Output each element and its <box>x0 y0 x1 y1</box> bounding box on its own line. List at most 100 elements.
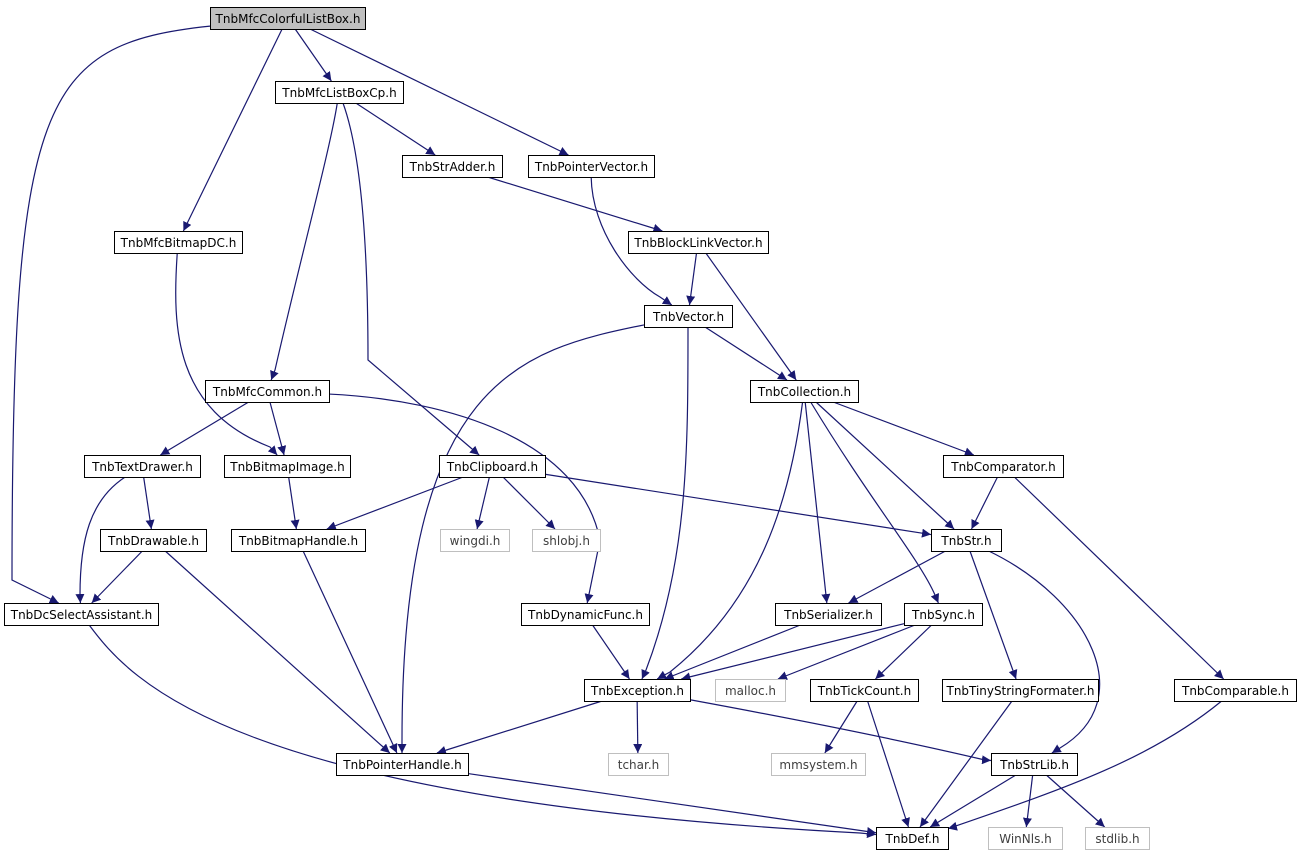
node-box <box>942 679 1099 702</box>
edge-colorful-to-bitmapdc <box>182 28 283 232</box>
node-label: TnbSync.h <box>911 608 975 622</box>
edge-vector-to-collection <box>704 326 788 381</box>
node-mfccommon[interactable]: TnbMfcCommon.h <box>205 380 330 403</box>
edge-clipboard-to-shlobj <box>502 476 556 530</box>
node-exception[interactable]: TnbException.h <box>584 679 691 702</box>
node-label: WinNls.h <box>999 832 1052 846</box>
node-box <box>943 455 1064 478</box>
node-bitmapimage[interactable]: TnbBitmapImage.h <box>224 455 351 478</box>
node-box <box>628 231 769 254</box>
edge-listboxcp-to-clipboard <box>342 102 480 456</box>
edge-str-to-strlib <box>988 550 1101 754</box>
node-colorful[interactable]: TnbMfcColorfulListBox.h <box>210 7 366 30</box>
node-tchar[interactable]: tchar.h <box>608 753 669 776</box>
node-stradder[interactable]: TnbStrAdder.h <box>402 155 503 178</box>
node-box <box>988 827 1063 850</box>
node-comparator[interactable]: TnbComparator.h <box>943 455 1064 478</box>
edge-tinyfmt-to-def <box>919 700 1013 828</box>
node-box <box>931 529 1002 552</box>
node-box <box>440 529 510 552</box>
node-label: TnbBitmapHandle.h <box>238 534 358 548</box>
edge-strlib-to-winnls <box>1022 774 1034 828</box>
node-str[interactable]: TnbStr.h <box>931 529 1002 552</box>
node-box <box>608 753 669 776</box>
node-drawable[interactable]: TnbDrawable.h <box>100 529 207 552</box>
node-box <box>205 380 330 403</box>
node-box <box>584 679 691 702</box>
node-box <box>114 231 243 254</box>
edge-collection-to-sync <box>810 401 940 604</box>
node-bitmapdc[interactable]: TnbMfcBitmapDC.h <box>114 231 243 254</box>
node-wingdi[interactable]: wingdi.h <box>440 529 510 552</box>
edge-mfccommon-to-dynfunc <box>328 393 601 604</box>
edge-collection-to-str <box>815 401 955 530</box>
node-sync[interactable]: TnbSync.h <box>904 603 983 626</box>
node-tinyfmt[interactable]: TnbTinyStringFormater.h <box>942 679 1099 702</box>
node-label: TnbTickCount.h <box>817 684 911 698</box>
node-box <box>775 603 882 626</box>
edge-exception-to-strlib <box>689 699 992 765</box>
edge-dynfunc-to-exception <box>592 624 630 680</box>
edge-exception-to-ptrhandle <box>436 700 603 755</box>
node-strlib[interactable]: TnbStrLib.h <box>991 753 1078 776</box>
node-box <box>1174 679 1297 702</box>
edge-mfccommon-to-bitmapimage <box>269 401 287 456</box>
node-tickcount[interactable]: TnbTickCount.h <box>810 679 919 702</box>
edge-serializer-to-exception <box>664 624 801 680</box>
edge-sync-to-malloc <box>777 624 916 680</box>
node-collection[interactable]: TnbCollection.h <box>750 380 859 403</box>
node-label: TnbStrLib.h <box>999 758 1069 772</box>
node-dynfunc[interactable]: TnbDynamicFunc.h <box>521 603 650 626</box>
node-ptrhandle[interactable]: TnbPointerHandle.h <box>336 753 469 776</box>
node-box <box>210 7 366 30</box>
node-label: TnbClipboard.h <box>446 460 538 474</box>
node-label: TnbTextDrawer.h <box>91 460 193 474</box>
node-comparable[interactable]: TnbComparable.h <box>1174 679 1297 702</box>
node-box <box>810 679 919 702</box>
edge-tickcount-to-mmsystem <box>824 700 858 754</box>
edge-bitmapimage-to-bitmaphandle <box>288 476 300 530</box>
node-def[interactable]: TnbDef.h <box>876 827 949 850</box>
node-ptrvector[interactable]: TnbPointerVector.h <box>528 155 655 178</box>
node-bitmaphandle[interactable]: TnbBitmapHandle.h <box>231 529 366 552</box>
node-box <box>84 455 201 478</box>
node-box <box>521 603 650 626</box>
node-mmsystem[interactable]: mmsystem.h <box>771 753 866 776</box>
node-box <box>876 827 949 850</box>
node-box <box>275 81 404 104</box>
node-label: TnbStr.h <box>940 534 991 548</box>
edge-collection-to-comparator <box>832 401 975 457</box>
node-vector[interactable]: TnbVector.h <box>644 305 733 328</box>
node-label: TnbComparator.h <box>950 460 1056 474</box>
node-blocklink[interactable]: TnbBlockLinkVector.h <box>628 231 769 254</box>
nodes-layer: TnbMfcColorfulListBox.hTnbMfcListBoxCp.h… <box>4 7 1297 850</box>
node-label: TnbDef.h <box>885 832 940 846</box>
node-label: mmsystem.h <box>779 758 857 772</box>
node-clipboard[interactable]: TnbClipboard.h <box>439 455 546 478</box>
edge-mfccommon-to-textdrawer <box>160 401 249 456</box>
node-textdrawer[interactable]: TnbTextDrawer.h <box>84 455 201 478</box>
edge-comparator-to-str <box>970 476 999 530</box>
node-dcselect[interactable]: TnbDcSelectAssistant.h <box>4 603 159 626</box>
node-label: TnbStrAdder.h <box>409 160 496 174</box>
edge-textdrawer-to-drawable <box>143 476 155 530</box>
node-shlobj[interactable]: shlobj.h <box>532 529 601 552</box>
node-box <box>528 155 655 178</box>
edge-vector-to-exception <box>641 326 689 680</box>
edge-ptrhandle-to-def <box>467 772 877 836</box>
node-serializer[interactable]: TnbSerializer.h <box>775 603 882 626</box>
node-label: TnbPointerHandle.h <box>342 758 461 772</box>
edge-listboxcp-to-mfccommon <box>270 102 338 381</box>
node-malloc[interactable]: malloc.h <box>715 679 786 702</box>
node-listboxcp[interactable]: TnbMfcListBoxCp.h <box>275 81 404 104</box>
node-winnls[interactable]: WinNls.h <box>988 827 1063 850</box>
node-box <box>336 753 469 776</box>
node-stdlib[interactable]: stdlib.h <box>1085 827 1150 850</box>
edge-collection-to-serializer <box>804 401 831 604</box>
node-label: stdlib.h <box>1095 832 1139 846</box>
edge-strlib-to-def <box>929 774 1017 828</box>
node-box <box>100 529 207 552</box>
edge-tickcount-to-def <box>866 700 910 828</box>
edge-listboxcp-to-stradder <box>355 102 436 156</box>
